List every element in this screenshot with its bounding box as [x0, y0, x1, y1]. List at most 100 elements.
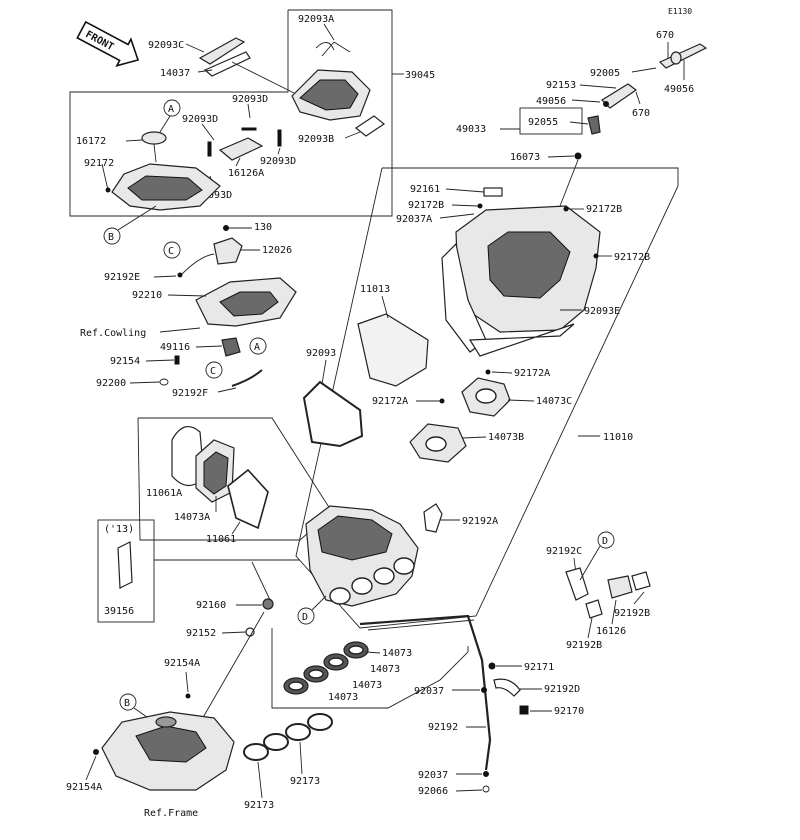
callout-92093d-4: 92093D — [196, 190, 232, 201]
ref-label-c-2: C — [210, 366, 216, 377]
part-grommet-1 — [241, 127, 257, 131]
part-12026 — [213, 237, 243, 265]
part-grommet-2 — [207, 141, 212, 157]
ref-circle-a-2 — [249, 337, 267, 355]
part-92192a — [423, 503, 443, 533]
callout-14073c: 14073C — [536, 396, 572, 407]
clamps-92173 — [243, 713, 333, 761]
ref-circle-c-2 — [205, 361, 223, 379]
callout-92192c: 92192C — [546, 546, 582, 557]
callout-92154a-2: 92154A — [66, 782, 102, 793]
callout-92172b-3: 92172B — [614, 252, 650, 263]
part-11061 — [227, 468, 269, 530]
callout-92200: 92200 — [96, 378, 126, 389]
part-11013 — [357, 313, 429, 387]
group-outline-14073 — [271, 628, 469, 709]
callout-92172a-1: 92172A — [514, 368, 550, 379]
callout-92037-2: 92037 — [418, 770, 448, 781]
callout-92160: 92160 — [196, 600, 226, 611]
callout-14073-1: 14073 — [382, 648, 412, 659]
callout-11013: 11013 — [360, 284, 390, 295]
callout-92037-1: 92037 — [414, 686, 444, 697]
part-grommet-3 — [277, 129, 282, 147]
callout-92093e: 92093E — [584, 306, 620, 317]
ref-circle-d-1 — [297, 607, 315, 625]
throttle-bores — [329, 557, 415, 605]
callout-670-1: 670 — [656, 30, 674, 41]
part-39156 — [117, 541, 133, 589]
callout-16172: 16172 — [76, 136, 106, 147]
part-14037 — [203, 51, 251, 77]
callout-14073-2: 14073 — [370, 664, 400, 675]
callout-92093d-2: 92093D — [182, 114, 218, 125]
callout-92037a: 92037A — [396, 214, 432, 225]
callout-49056-1: 49056 — [664, 84, 694, 95]
group-box-49033 — [519, 107, 583, 135]
callout-92093c: 92093C — [148, 40, 184, 51]
callout-92192f: 92192F — [172, 388, 208, 399]
group-outline-39045 — [69, 9, 393, 217]
diagram-code: E1130 — [668, 7, 692, 16]
callout-14037: 14037 — [160, 68, 190, 79]
ref-circle-c-1 — [163, 241, 181, 259]
callout-92153: 92153 — [546, 80, 576, 91]
callout-11010: 11010 — [603, 432, 633, 443]
callout-92005: 92005 — [590, 68, 620, 79]
callout-92192: 92192 — [428, 722, 458, 733]
callout-92173-1: 92173 — [290, 776, 320, 787]
ref-circle-a-1 — [163, 99, 181, 117]
part-16172 — [141, 131, 167, 145]
part-92093c — [198, 37, 246, 65]
callout-92192a: 92192A — [462, 516, 498, 527]
callout-130: 130 — [254, 222, 272, 233]
callout-92172a-2: 92172A — [372, 396, 408, 407]
callout-14073a: 14073A — [174, 512, 210, 523]
callout-92192e: 92192E — [104, 272, 140, 283]
part-92161 — [483, 187, 503, 197]
callout-92192d: 92192D — [544, 684, 580, 695]
ref-label-d-2: D — [602, 536, 608, 547]
callout-16073: 16073 — [510, 152, 540, 163]
callout-92210: 92210 — [132, 290, 162, 301]
ref-label-b-1: B — [108, 232, 114, 243]
callout-92192b-1: 92192B — [614, 608, 650, 619]
front-arrow-icon: FRONT — [76, 20, 140, 67]
callout-92171: 92171 — [524, 662, 554, 673]
callout-16126a: 16126A — [228, 168, 264, 179]
ref-label-c-1: C — [168, 246, 174, 257]
part-49116 — [221, 337, 241, 357]
year-note: ('13) — [104, 524, 134, 535]
intake-rings — [283, 641, 369, 695]
callout-49056-2: 49056 — [536, 96, 566, 107]
part-16126 — [607, 575, 633, 599]
ref-label-a-1: A — [168, 104, 174, 115]
callout-92192b-2: 92192B — [566, 640, 602, 651]
callout-49033: 49033 — [456, 124, 486, 135]
part-92055 — [587, 115, 601, 135]
callout-11061a: 11061A — [146, 488, 182, 499]
ref-circle-b-2 — [119, 693, 137, 711]
callout-92172b-2: 92172B — [586, 204, 622, 215]
callout-16126: 16126 — [596, 626, 626, 637]
callout-11061: 11061 — [206, 534, 236, 545]
callout-92066: 92066 — [418, 786, 448, 797]
callout-92170: 92170 — [554, 706, 584, 717]
callout-92093d-1: 92093D — [232, 94, 268, 105]
callout-92154: 92154 — [110, 356, 140, 367]
part-hose-92192 — [359, 614, 492, 771]
callout-39045: 39045 — [405, 70, 435, 81]
ref-circle-b-1 — [103, 227, 121, 245]
callout-92152: 92152 — [186, 628, 216, 639]
part-16126a — [218, 137, 264, 161]
callout-92172-top: 92172 — [84, 158, 114, 169]
part-92005 — [658, 43, 708, 69]
part-92192c — [565, 567, 589, 601]
ref-circle-d-2 — [597, 531, 615, 549]
callout-ref-cowling: Ref.Cowling — [80, 328, 146, 339]
callout-12026: 12026 — [262, 245, 292, 256]
group-outline-11010 — [295, 167, 679, 629]
ref-label-a-2: A — [254, 342, 260, 353]
part-92160 — [262, 598, 274, 610]
callout-92172b-1: 92172B — [408, 200, 444, 211]
